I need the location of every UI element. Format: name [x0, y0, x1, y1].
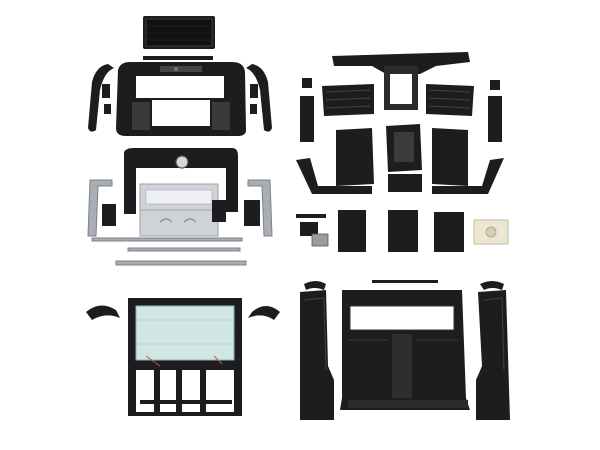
top-trim-strip [143, 56, 213, 60]
right-side-duct [432, 158, 504, 194]
lower-left-group [86, 298, 280, 416]
left-duct-panel [336, 128, 374, 186]
upper-left-group [87, 16, 273, 266]
right-clip [490, 80, 500, 90]
black-panel-2 [388, 210, 418, 252]
left-vertical-bar [300, 96, 314, 142]
trim-strip-1 [91, 237, 243, 242]
lower-connector [388, 174, 422, 192]
upper-right-group [296, 52, 509, 252]
right-silver-trim [247, 179, 273, 237]
right-curved-handle [248, 306, 280, 320]
left-side-bracket [88, 64, 114, 132]
right-side-bracket [246, 64, 272, 132]
right-tall-panel [476, 290, 510, 420]
left-small-piece-1 [102, 84, 110, 98]
right-small-piece-2 [250, 104, 257, 114]
left-black-insert [102, 204, 116, 226]
right-small-piece-1 [250, 84, 258, 98]
left-clip [302, 78, 312, 88]
right-small-hook [480, 281, 504, 290]
trim-strip-2 [127, 247, 241, 252]
left-silver-trim [87, 179, 113, 237]
left-curved-handle [86, 305, 120, 320]
right-vertical-bar [488, 96, 502, 142]
bracket-piece [296, 214, 326, 218]
top-air-duct [332, 52, 470, 74]
trim-strip-3 [115, 260, 247, 266]
top-thin-bar [372, 280, 438, 283]
left-small-piece-2 [104, 104, 111, 114]
center-console-frame [124, 148, 238, 214]
right-black-insert [244, 200, 260, 226]
black-panel-3 [434, 212, 464, 252]
black-panel-1 [338, 210, 366, 252]
small-dark-piece [212, 200, 226, 222]
glass-panel [135, 305, 235, 361]
mount-plate [311, 233, 329, 247]
clock-icon [175, 155, 189, 169]
right-duct-panel [432, 128, 468, 186]
left-small-hook [304, 281, 326, 290]
left-side-duct [296, 158, 372, 194]
left-tall-panel [300, 290, 334, 420]
lower-right-group [300, 280, 510, 420]
